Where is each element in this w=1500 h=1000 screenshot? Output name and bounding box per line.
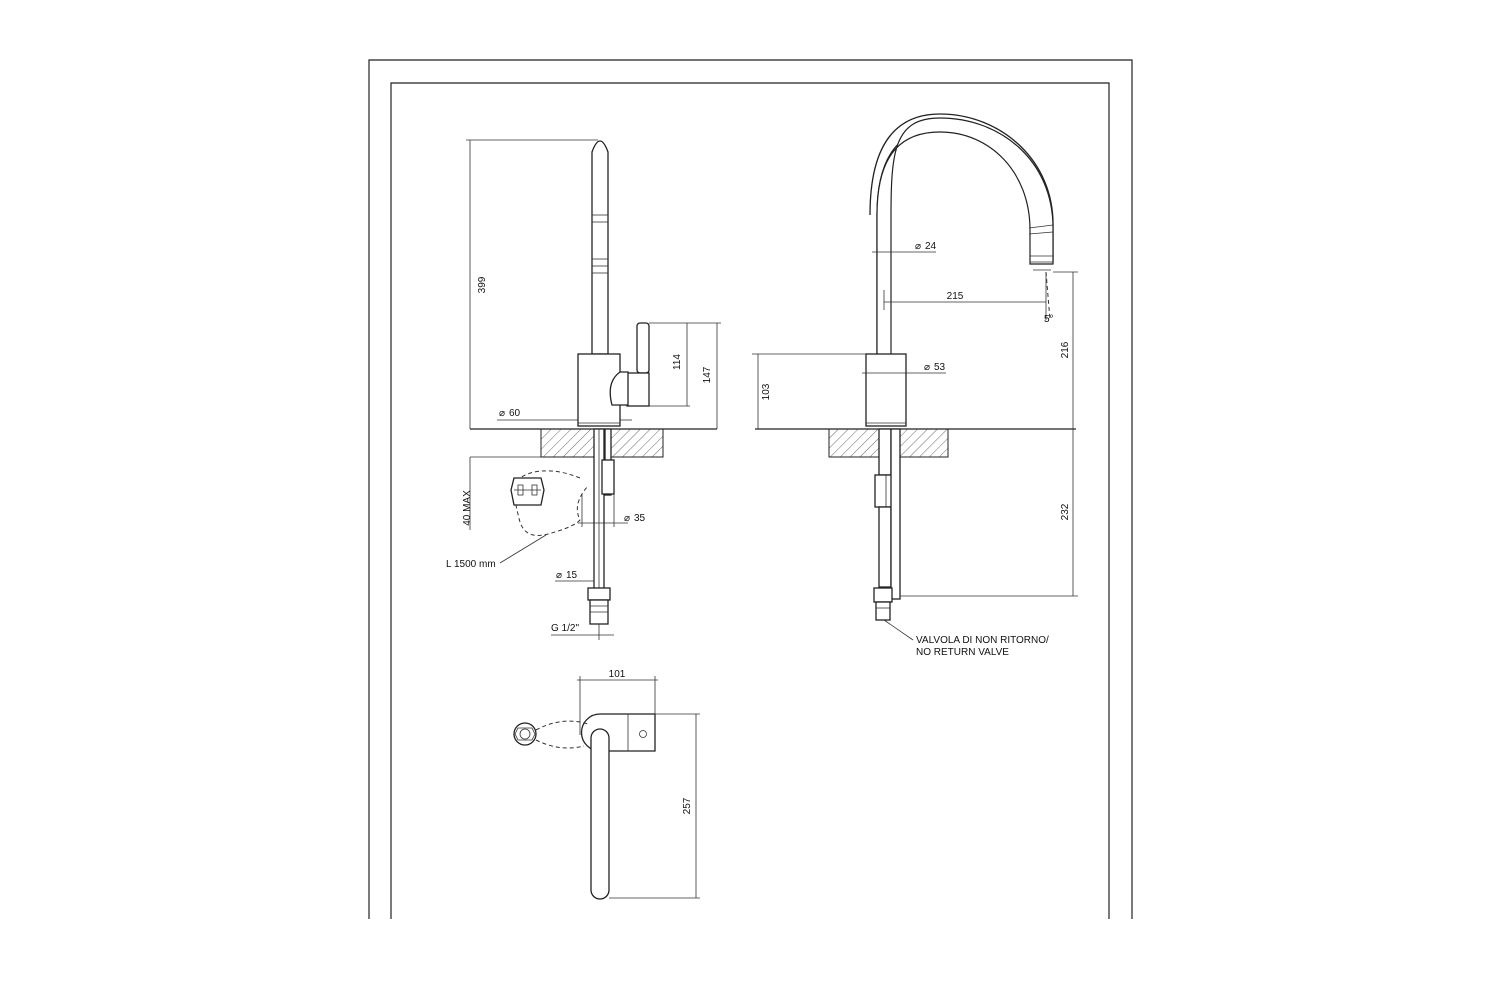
diameter-icon: ⌀: [556, 570, 562, 581]
valve-label-it: VALVOLA DI NON RITORNO/: [916, 635, 1049, 646]
dim-40-max: 40 MAX: [462, 490, 473, 526]
diameter-icon: ⌀: [924, 362, 930, 373]
supply-pipe: [878, 506, 892, 588]
dim-dia-53: 53: [934, 362, 946, 373]
flex-hose: [512, 470, 589, 536]
faucet-body: [865, 353, 907, 427]
spout-tube: [591, 140, 609, 355]
dim-257: 257: [682, 797, 693, 814]
drawing-frame: [368, 59, 1133, 919]
dim-147: 147: [702, 366, 713, 383]
valve-label-en: NO RETURN VALVE: [916, 647, 1009, 658]
diameter-icon: ⌀: [624, 513, 630, 524]
hose-length-label: L 1500 mm: [446, 559, 496, 570]
dim-216: 216: [1060, 341, 1071, 358]
dim-dia-24: 24: [925, 241, 937, 252]
dim-399: 399: [477, 276, 488, 293]
dim-103: 103: [761, 383, 772, 400]
lever-handle: [636, 322, 650, 374]
dim-dia-35: 35: [634, 513, 646, 524]
dim-dia-60: 60: [509, 408, 521, 419]
dim-114: 114: [672, 354, 683, 370]
dim-232: 232: [1060, 503, 1071, 520]
top-view: 101 257: [513, 669, 700, 900]
dim-101: 101: [609, 669, 626, 680]
spray-angle: 5°: [1044, 314, 1054, 325]
hose-clamp: [510, 477, 545, 506]
diameter-icon: ⌀: [915, 241, 921, 252]
hose-clamp: [513, 722, 537, 746]
side-view: 399 114 147 ⌀ 60 40 MAX ⌀ 35 L 1500 mm ⌀…: [446, 139, 721, 640]
dim-reach-215: 215: [947, 291, 964, 302]
no-return-valve: [875, 601, 891, 621]
spout-top: [590, 728, 610, 900]
dim-dia-15: 15: [566, 570, 578, 581]
diameter-icon: ⌀: [499, 408, 505, 419]
front-view: ⌀ 24 215 5° ⌀ 53 103 216 232 VALVOLA DI …: [752, 113, 1078, 658]
thread-label: G 1/2": [551, 623, 579, 634]
